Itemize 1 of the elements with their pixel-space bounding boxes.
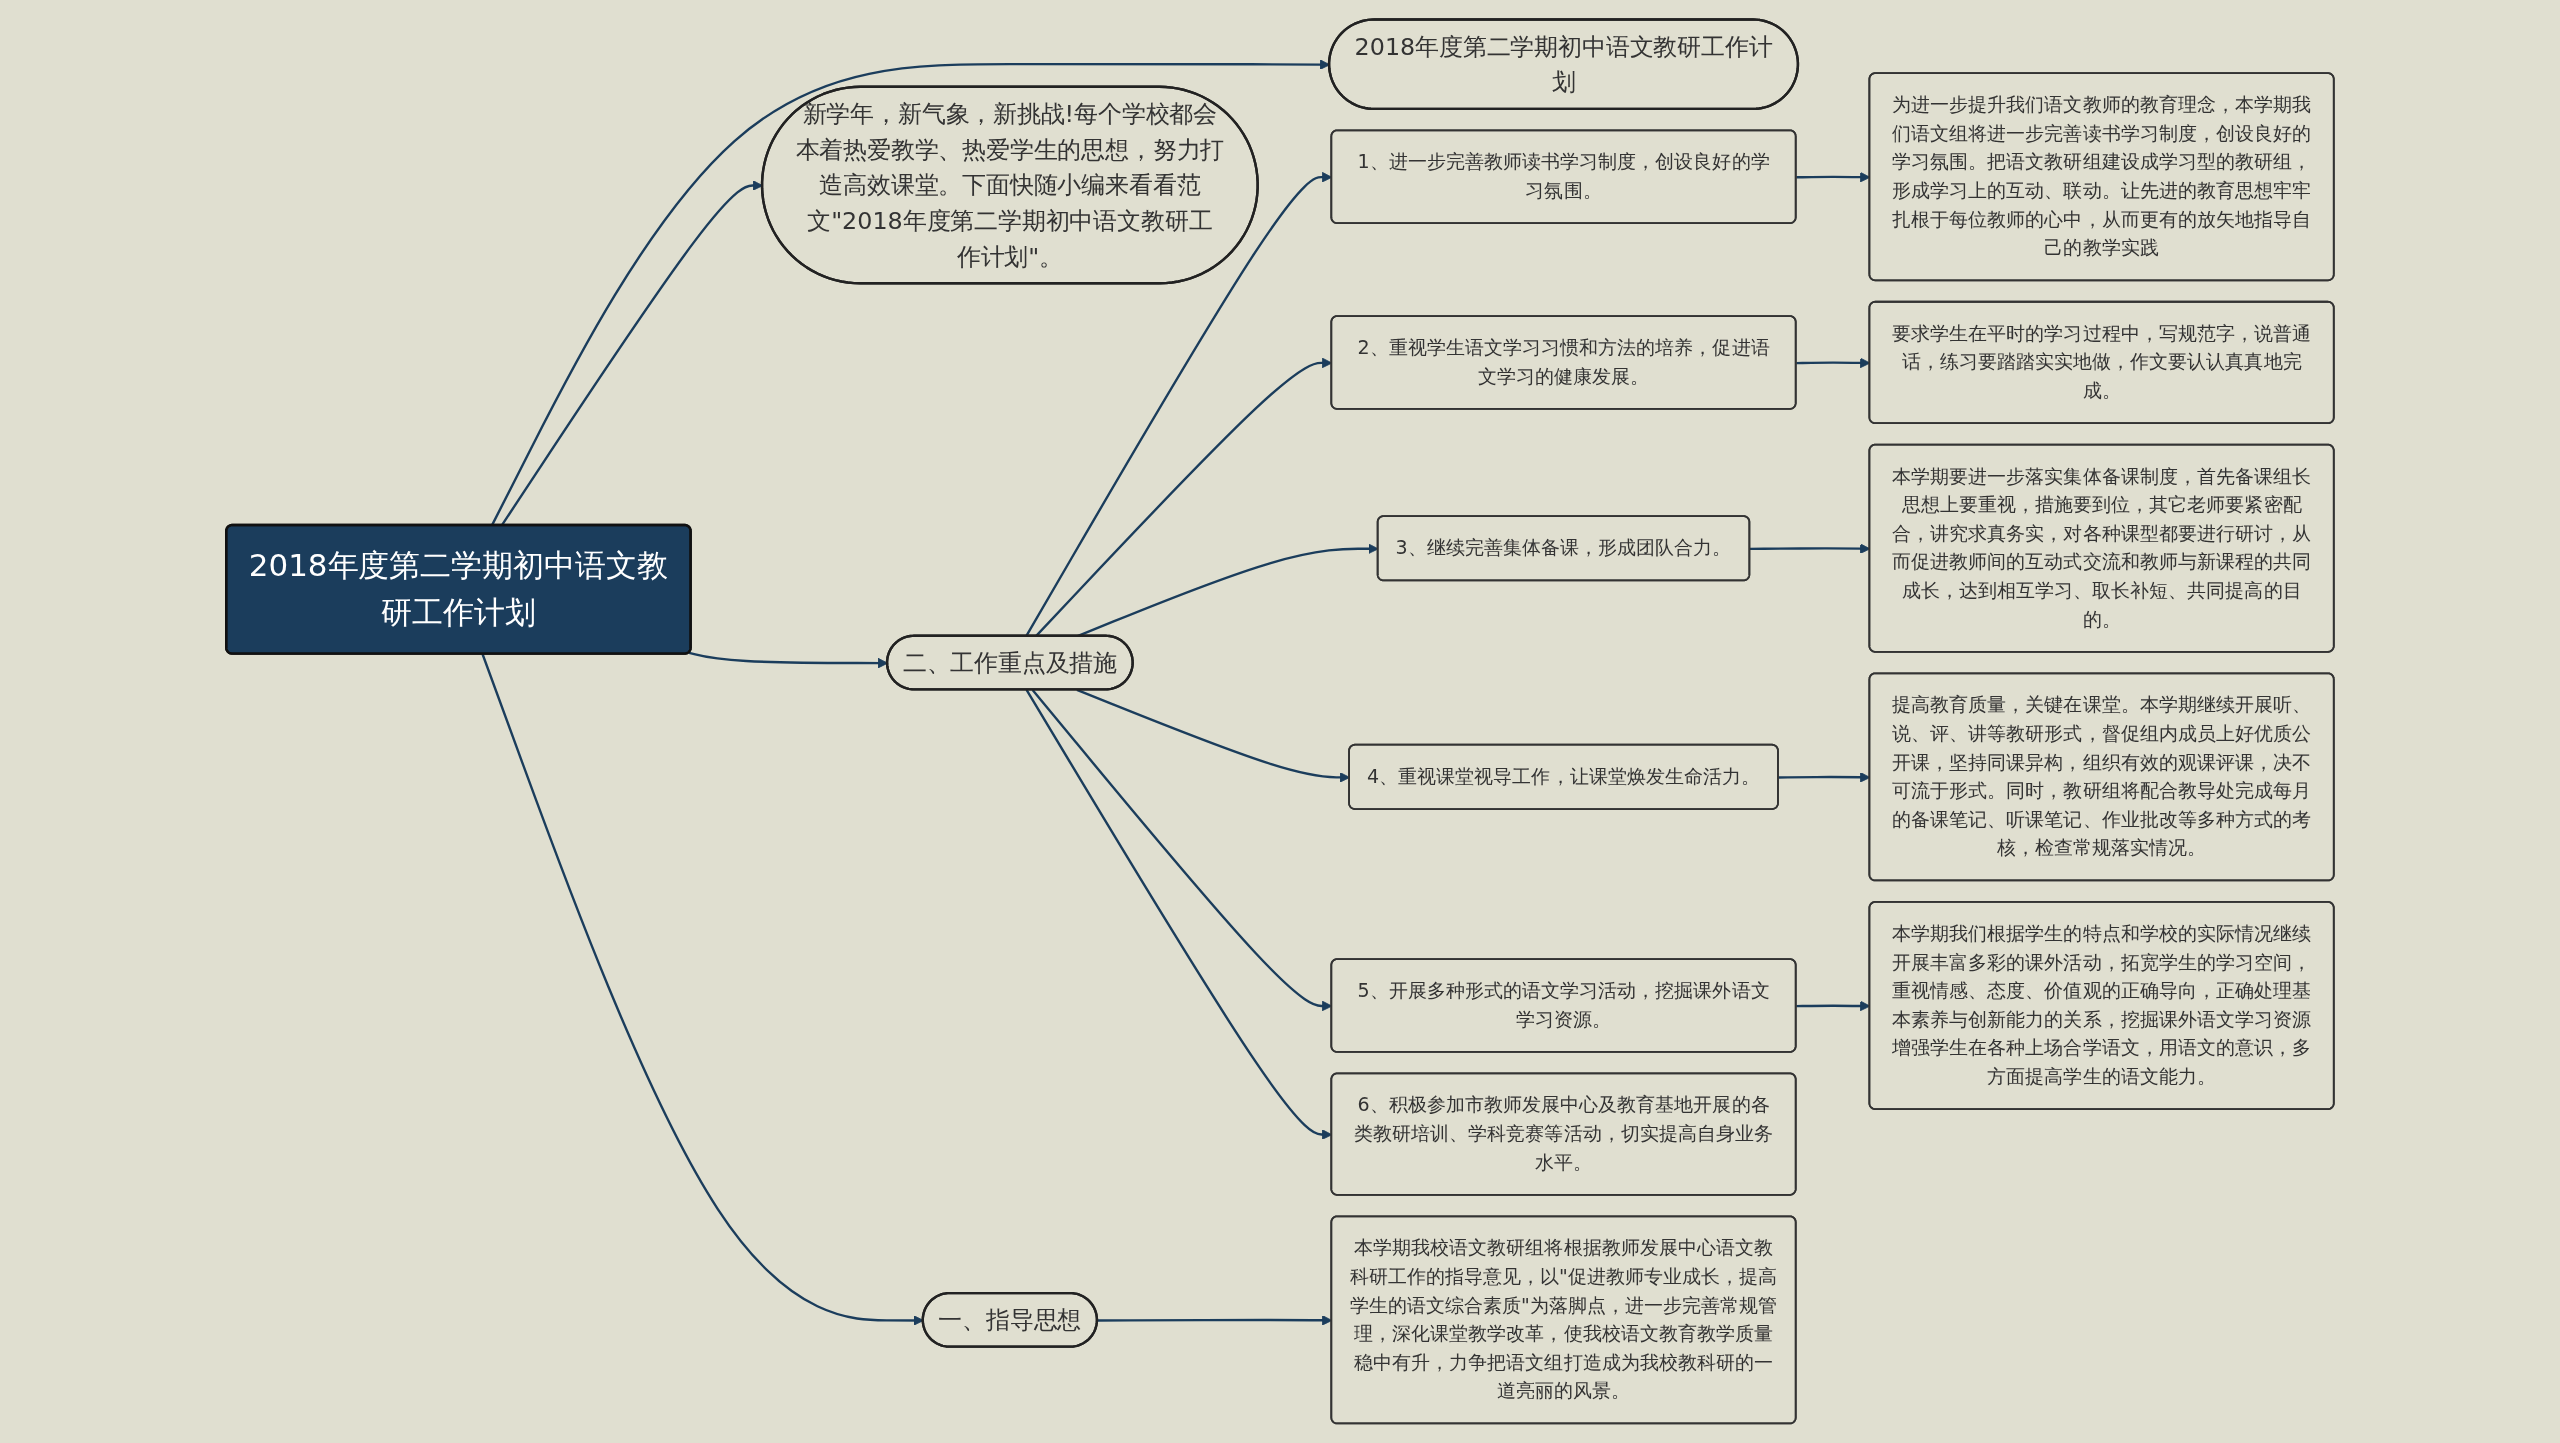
arrow [481,653,924,1326]
